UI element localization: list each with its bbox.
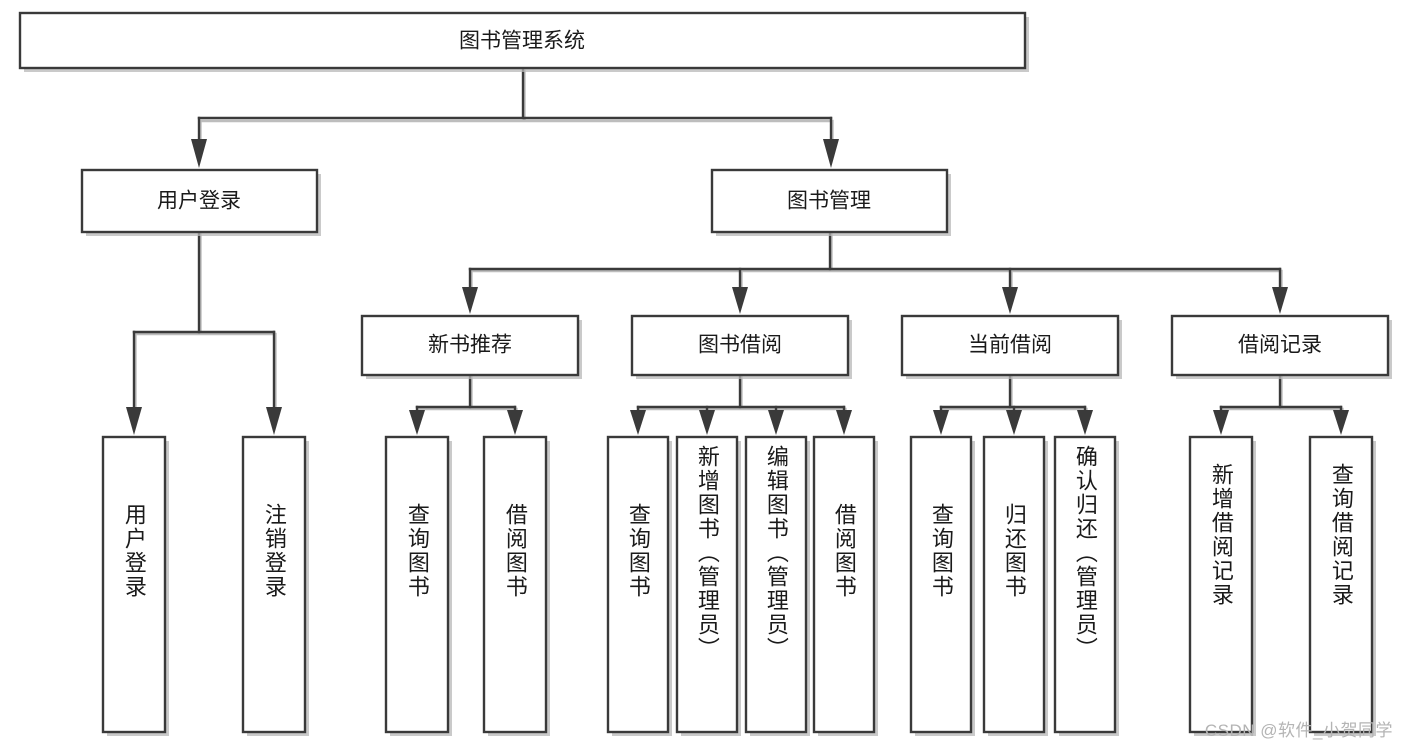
leaf-node-edit-book-admin[interactable] (744, 435, 810, 736)
leaf-node-query-book-1[interactable] (384, 435, 452, 736)
node-user-login-label: 用户登录 (157, 190, 241, 213)
connector-layer (126, 66, 1349, 435)
leaf-node-user-login[interactable] (101, 435, 169, 736)
node-current-borrow-label: 当前借阅 (968, 334, 1052, 357)
node-root-label: 图书管理系统 (459, 30, 585, 53)
connector-bookmanage-to-level3 (462, 230, 1288, 314)
node-root[interactable]: 图书管理系统 (18, 11, 1029, 72)
node-book-manage-label: 图书管理 (787, 190, 871, 213)
csdn-watermark: CSDN @软件_小贺同学 (1204, 721, 1393, 740)
leaf-boxes (101, 435, 1376, 736)
node-borrow-record-label: 借阅记录 (1238, 334, 1322, 357)
node-book-borrow[interactable]: 图书借阅 (630, 314, 852, 379)
node-new-book-recommend-label: 新书推荐 (428, 334, 512, 357)
connector-root-to-level2 (191, 66, 839, 168)
leaf-node-add-borrow-record[interactable] (1188, 435, 1256, 736)
leaf-node-query-borrow-record[interactable] (1308, 435, 1376, 736)
connector-borrowrecord-to-leaves (1213, 373, 1349, 435)
leaf-node-return-book[interactable] (982, 435, 1048, 736)
leaf-node-add-book-admin[interactable] (675, 435, 741, 736)
connector-bookborrow-to-leaves (630, 373, 852, 435)
node-borrow-record[interactable]: 借阅记录 (1170, 314, 1392, 379)
node-new-book-recommend[interactable]: 新书推荐 (360, 314, 582, 379)
node-book-borrow-label: 图书借阅 (698, 334, 782, 357)
leaf-node-query-book-2[interactable] (606, 435, 672, 736)
connector-userlogin-to-leaves (126, 230, 282, 435)
leaf-node-query-book-3[interactable] (909, 435, 975, 736)
node-book-manage[interactable]: 图书管理 (710, 168, 951, 236)
node-current-borrow[interactable]: 当前借阅 (900, 314, 1122, 379)
connector-newbook-to-leaves (409, 373, 523, 435)
leaf-node-borrow-book-2[interactable] (812, 435, 878, 736)
leaf-node-borrow-book-1[interactable] (482, 435, 550, 736)
node-user-login[interactable]: 用户登录 (80, 168, 321, 236)
leaf-node-confirm-return-admin[interactable] (1053, 435, 1119, 736)
leaf-node-user-logout[interactable] (241, 435, 309, 736)
connector-currentborrow-to-leaves (933, 373, 1093, 435)
